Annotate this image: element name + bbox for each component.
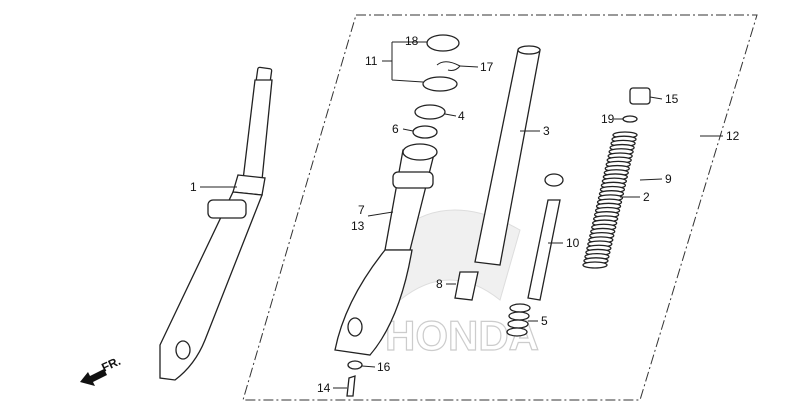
oil-seal — [422, 76, 458, 92]
socket-bolt — [346, 375, 356, 397]
sealing-washer — [347, 360, 363, 370]
callout-2: 2 — [643, 190, 650, 204]
callout-3: 3 — [543, 124, 550, 138]
rebound-spring — [506, 303, 531, 337]
callout-9: 9 — [665, 172, 672, 186]
callout-14: 14 — [317, 381, 331, 395]
callout-17: 17 — [480, 60, 494, 74]
callout-16: 16 — [377, 360, 391, 374]
spring-coil — [582, 261, 608, 269]
callout-19: 19 — [601, 112, 615, 126]
leader-lines — [200, 41, 723, 389]
front-direction-arrow: FR. — [80, 354, 123, 386]
callout-10: 10 — [566, 236, 580, 250]
svg-text:FR.: FR. — [99, 354, 122, 375]
fork-spring — [582, 131, 638, 269]
callout-6: 6 — [392, 122, 399, 136]
guide-bushing — [412, 125, 438, 139]
dust-seal — [426, 34, 460, 52]
callout-4: 4 — [458, 109, 465, 123]
callout-15: 15 — [665, 92, 679, 106]
damper-rod — [527, 199, 561, 301]
retaining-clip — [436, 61, 461, 71]
assembly-frame — [242, 14, 758, 401]
callout-18: 18 — [405, 34, 419, 48]
callout-7: 7 — [358, 203, 365, 217]
outer-tube — [334, 143, 438, 356]
fork-leg-assembly — [159, 66, 273, 381]
callout-1: 1 — [190, 180, 197, 194]
seal-washer — [414, 104, 446, 120]
o-ring — [622, 115, 638, 123]
oil-lock-piece — [454, 271, 479, 301]
callout-12: 12 — [726, 129, 740, 143]
callout-5: 5 — [541, 314, 548, 328]
callout-13: 13 — [351, 219, 365, 233]
callout-8: 8 — [436, 277, 443, 291]
callout-11: 11 — [365, 54, 378, 68]
fork-bolt — [629, 87, 651, 105]
piston-ring — [544, 173, 564, 187]
